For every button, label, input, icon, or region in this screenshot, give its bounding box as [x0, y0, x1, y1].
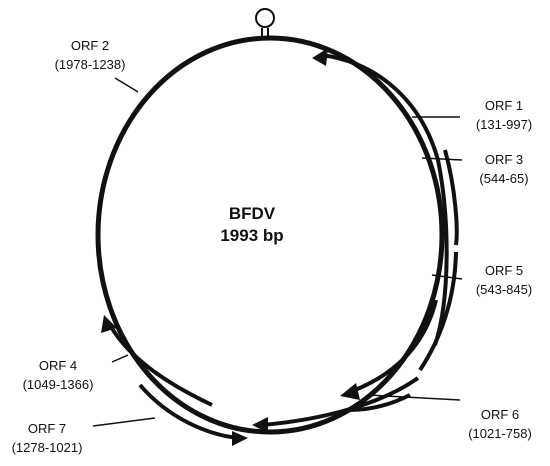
orf2-leader — [114, 77, 139, 93]
orf2-range: (1978-1238) — [55, 57, 126, 72]
stem-loop-icon — [255, 8, 275, 38]
orf2-label: ORF 2 — [71, 38, 109, 53]
genome-size: 1993 bp — [220, 226, 283, 245]
orf1-label: ORF 1 — [485, 98, 523, 113]
orf6-arc — [340, 299, 438, 400]
orf3-range: (544-65) — [479, 171, 528, 186]
orf1-range: (131-997) — [476, 117, 532, 132]
orf7-range: (1278-1021) — [12, 440, 83, 455]
orf4-range: (1049-1366) — [23, 377, 94, 392]
genome-name: BFDV — [229, 204, 276, 223]
orf5-arc — [418, 251, 458, 372]
genome-circle — [95, 35, 445, 435]
orf4-leader — [111, 354, 129, 363]
orf7-leader — [92, 417, 156, 427]
orf6-label: ORF 6 — [481, 407, 519, 422]
orf4-arc — [101, 315, 213, 407]
orf7-arc — [252, 376, 420, 433]
orf3-label: ORF 3 — [485, 152, 523, 167]
orf7-label: ORF 7 — [28, 421, 66, 436]
orf7-lower-arc — [138, 383, 248, 446]
orf6-leader — [367, 394, 461, 401]
orf3-leader — [421, 157, 463, 161]
orf4-label: ORF 4 — [39, 358, 77, 373]
orf5-leader — [431, 274, 463, 280]
orf6-range: (1021-758) — [468, 426, 532, 441]
orf5-range: (543-845) — [476, 282, 532, 297]
orf5-label: ORF 5 — [485, 263, 523, 278]
orf1-arc — [312, 48, 449, 346]
orf3-arc — [443, 149, 459, 246]
